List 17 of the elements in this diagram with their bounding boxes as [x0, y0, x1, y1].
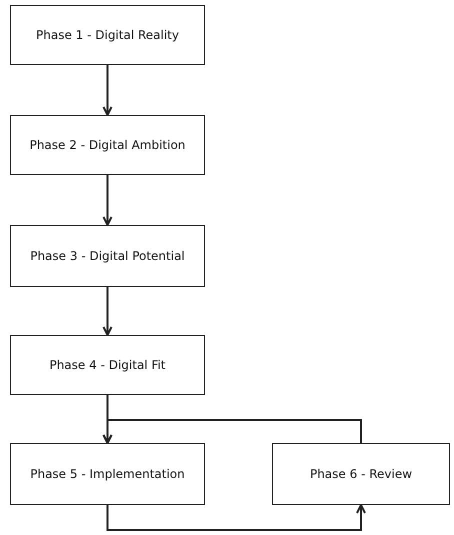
- process-box: [10, 115, 205, 175]
- box-label: Phase 4 - Digital Fit: [49, 358, 166, 372]
- arrow: [102, 175, 112, 226]
- box-label: Phase 3 - Digital Potential: [30, 249, 185, 263]
- process-box: [10, 225, 205, 287]
- box-label: Phase 1 - Digital Reality: [36, 28, 179, 42]
- process-box: [10, 5, 205, 65]
- arrow: [102, 419, 362, 444]
- box-label: Phase 5 - Implementation: [30, 467, 185, 481]
- process-box: [10, 335, 205, 395]
- arrow: [106, 504, 366, 531]
- arrow: [102, 287, 112, 336]
- box-label: Phase 6 - Review: [310, 467, 412, 481]
- process-box: [10, 443, 205, 505]
- arrow: [102, 65, 112, 116]
- process-box: [272, 443, 450, 505]
- box-label: Phase 2 - Digital Ambition: [30, 138, 186, 152]
